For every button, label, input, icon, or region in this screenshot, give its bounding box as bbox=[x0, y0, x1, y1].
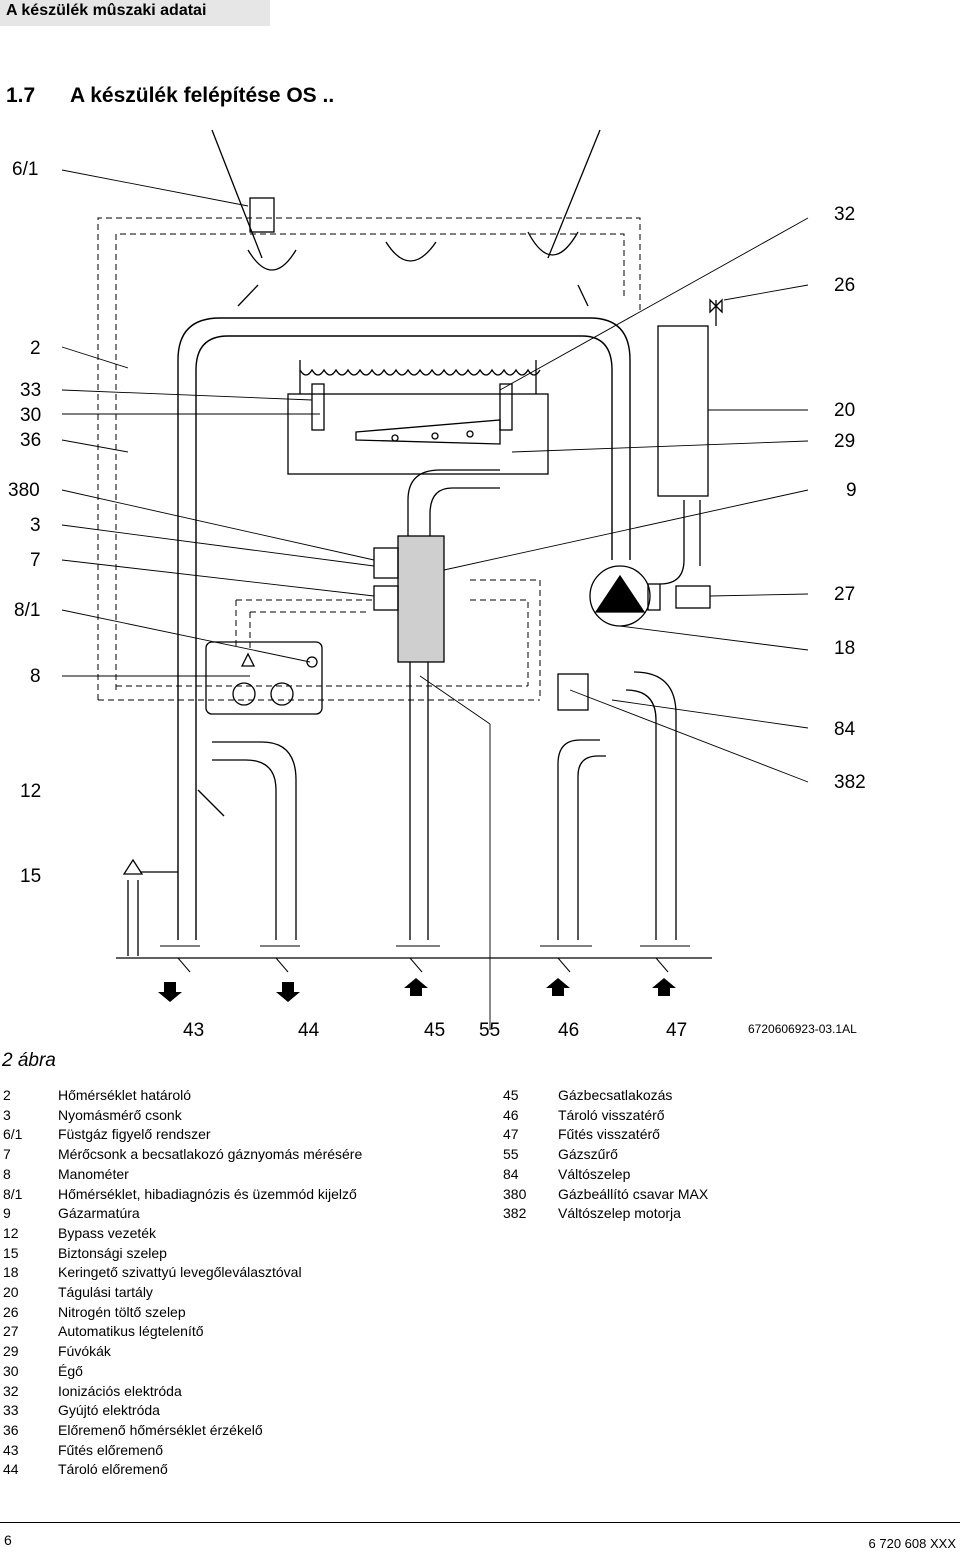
callout-2: 2 bbox=[30, 338, 41, 359]
callout-12: 12 bbox=[20, 781, 42, 802]
callout-8: 8 bbox=[30, 666, 41, 687]
flue-hood-middle bbox=[385, 241, 437, 262]
boiler-schematic bbox=[61, 129, 809, 1030]
section-number: 1.7 bbox=[6, 84, 36, 107]
callout-380: 380 bbox=[8, 480, 40, 501]
gas-valve bbox=[397, 535, 445, 663]
arrow-down-43 bbox=[158, 982, 182, 1002]
callout-3: 3 bbox=[30, 515, 41, 536]
callout-44: 44 bbox=[298, 1020, 320, 1041]
callout-45: 45 bbox=[424, 1020, 446, 1041]
callout-29: 29 bbox=[834, 431, 856, 452]
callout-7: 7 bbox=[30, 550, 41, 571]
expansion-vessel bbox=[657, 325, 709, 497]
footer-rule bbox=[0, 1522, 960, 1523]
callout-30: 30 bbox=[20, 405, 42, 426]
section-title: 1.7 A készülék felépítése OS .. bbox=[6, 84, 334, 108]
drawing-code: 6720606923-03.1AL bbox=[748, 1022, 857, 1036]
callout-43: 43 bbox=[183, 1020, 205, 1041]
flue-hood-right bbox=[527, 231, 579, 256]
callout-382: 382 bbox=[834, 772, 866, 793]
page-number: 6 bbox=[4, 1532, 12, 1548]
callout-46: 46 bbox=[558, 1020, 580, 1041]
arrow-up-47 bbox=[652, 978, 676, 996]
pipe-heating-flow bbox=[177, 317, 631, 940]
pipe-dhw-flow bbox=[212, 759, 277, 940]
callout-84: 84 bbox=[834, 719, 856, 740]
control-panel bbox=[205, 641, 323, 715]
callout-36: 36 bbox=[20, 430, 42, 451]
callout-27: 27 bbox=[834, 584, 856, 605]
heat-exchanger bbox=[287, 393, 549, 475]
flue-sensor-box bbox=[249, 197, 275, 233]
callout-32: 32 bbox=[834, 204, 856, 225]
callout-26: 26 bbox=[834, 275, 856, 296]
callout-20: 20 bbox=[834, 400, 856, 421]
callout-18: 18 bbox=[834, 638, 856, 659]
callout-15: 15 bbox=[20, 866, 42, 887]
callout-33: 33 bbox=[20, 380, 42, 401]
flue-hood-left bbox=[247, 249, 297, 271]
callout-47: 47 bbox=[666, 1020, 688, 1041]
figure-caption: 2 ábra bbox=[2, 1050, 56, 1071]
document-number: 6 720 608 XXX bbox=[868, 1536, 956, 1551]
arrow-up-46 bbox=[546, 978, 570, 996]
callout-8-1: 8/1 bbox=[14, 600, 41, 621]
section-heading: A készülék felépítése OS .. bbox=[70, 84, 335, 107]
arrow-up-45 bbox=[404, 978, 428, 996]
arrow-down-44 bbox=[276, 982, 300, 1002]
callout-9: 9 bbox=[846, 480, 857, 501]
callout-6-1: 6/1 bbox=[12, 159, 39, 180]
diverter-valve bbox=[557, 673, 589, 711]
header-title: A készülék mûszaki adatai bbox=[6, 2, 207, 19]
callout-55: 55 bbox=[479, 1020, 501, 1041]
header-band bbox=[0, 0, 270, 26]
